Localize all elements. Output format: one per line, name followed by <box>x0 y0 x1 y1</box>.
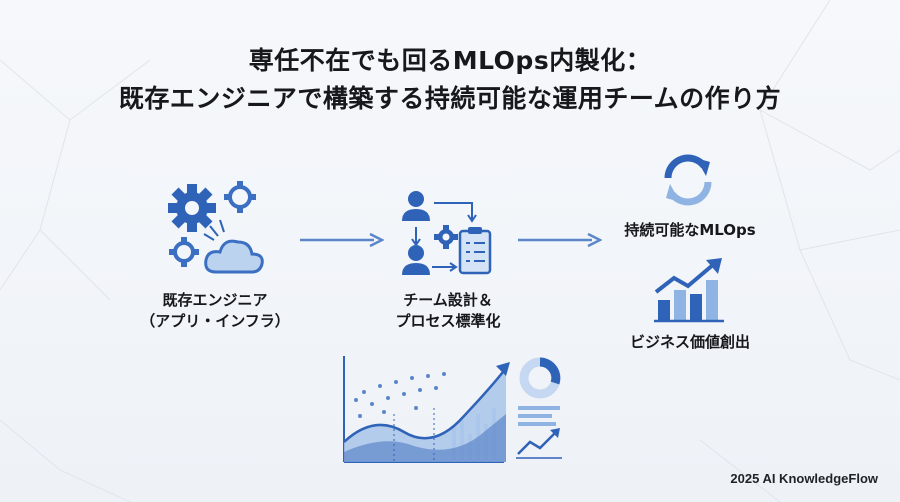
team-process-icon <box>402 191 492 275</box>
node-business-label: ビジネス価値創出 <box>629 333 750 351</box>
gears-cloud-icon <box>168 181 264 274</box>
page-title: 専任不在でも回るMLOps内製化： 既存エンジニアで構築する持続可能な運用チーム… <box>0 42 900 118</box>
arrow-engineers-to-team <box>300 232 384 248</box>
arrow-team-to-outcomes <box>518 232 602 248</box>
node-sustainable-label: 持続可能なMLOps <box>624 221 756 239</box>
title-line-1: 専任不在でも回るMLOps内製化： <box>248 46 652 75</box>
refresh-cycle-icon <box>664 154 712 206</box>
node-engineers-label: 既存エンジニア （アプリ・インフラ） <box>140 291 290 330</box>
growth-chart-icon <box>654 258 724 323</box>
analytics-dashboard-icon <box>343 356 562 463</box>
title-line-2: 既存エンジニアで構築する持続可能な運用チームの作り方 <box>118 84 782 113</box>
footer-credit: 2025 AI KnowledgeFlow <box>730 471 878 486</box>
node-team-design-label: チーム設計＆ プロセス標準化 <box>395 291 501 330</box>
